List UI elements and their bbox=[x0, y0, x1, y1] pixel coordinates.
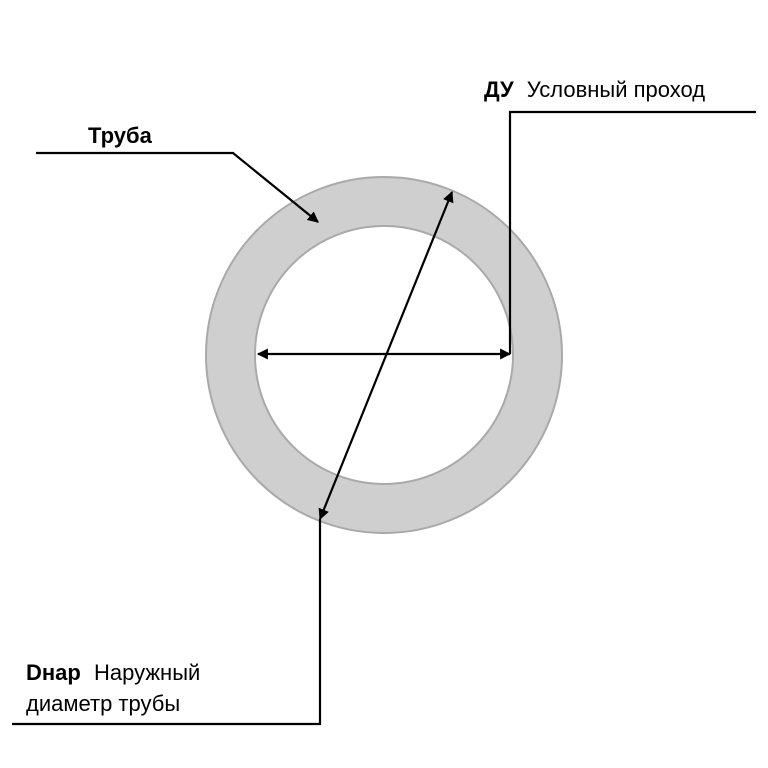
outer-diameter-abbr: Dнар bbox=[26, 660, 81, 685]
outer-diameter-text-line1: Наружный bbox=[94, 660, 200, 685]
nominal-bore-label: ДУ Условный проход bbox=[484, 77, 705, 102]
outer-diameter-leader-line bbox=[12, 519, 322, 726]
nominal-bore-leader-line bbox=[508, 110, 756, 354]
outer-diameter-label-line2: диаметр трубы bbox=[26, 691, 180, 716]
outer-diameter-dimension-arrow bbox=[318, 190, 454, 521]
outer-diameter-label-line1: Dнар Наружный bbox=[26, 660, 200, 685]
pipe-leader-line bbox=[36, 151, 319, 223]
nominal-bore-abbr: ДУ bbox=[484, 77, 514, 102]
nominal-bore-text: Условный проход bbox=[527, 77, 706, 102]
pipe-label: Труба bbox=[88, 123, 153, 148]
